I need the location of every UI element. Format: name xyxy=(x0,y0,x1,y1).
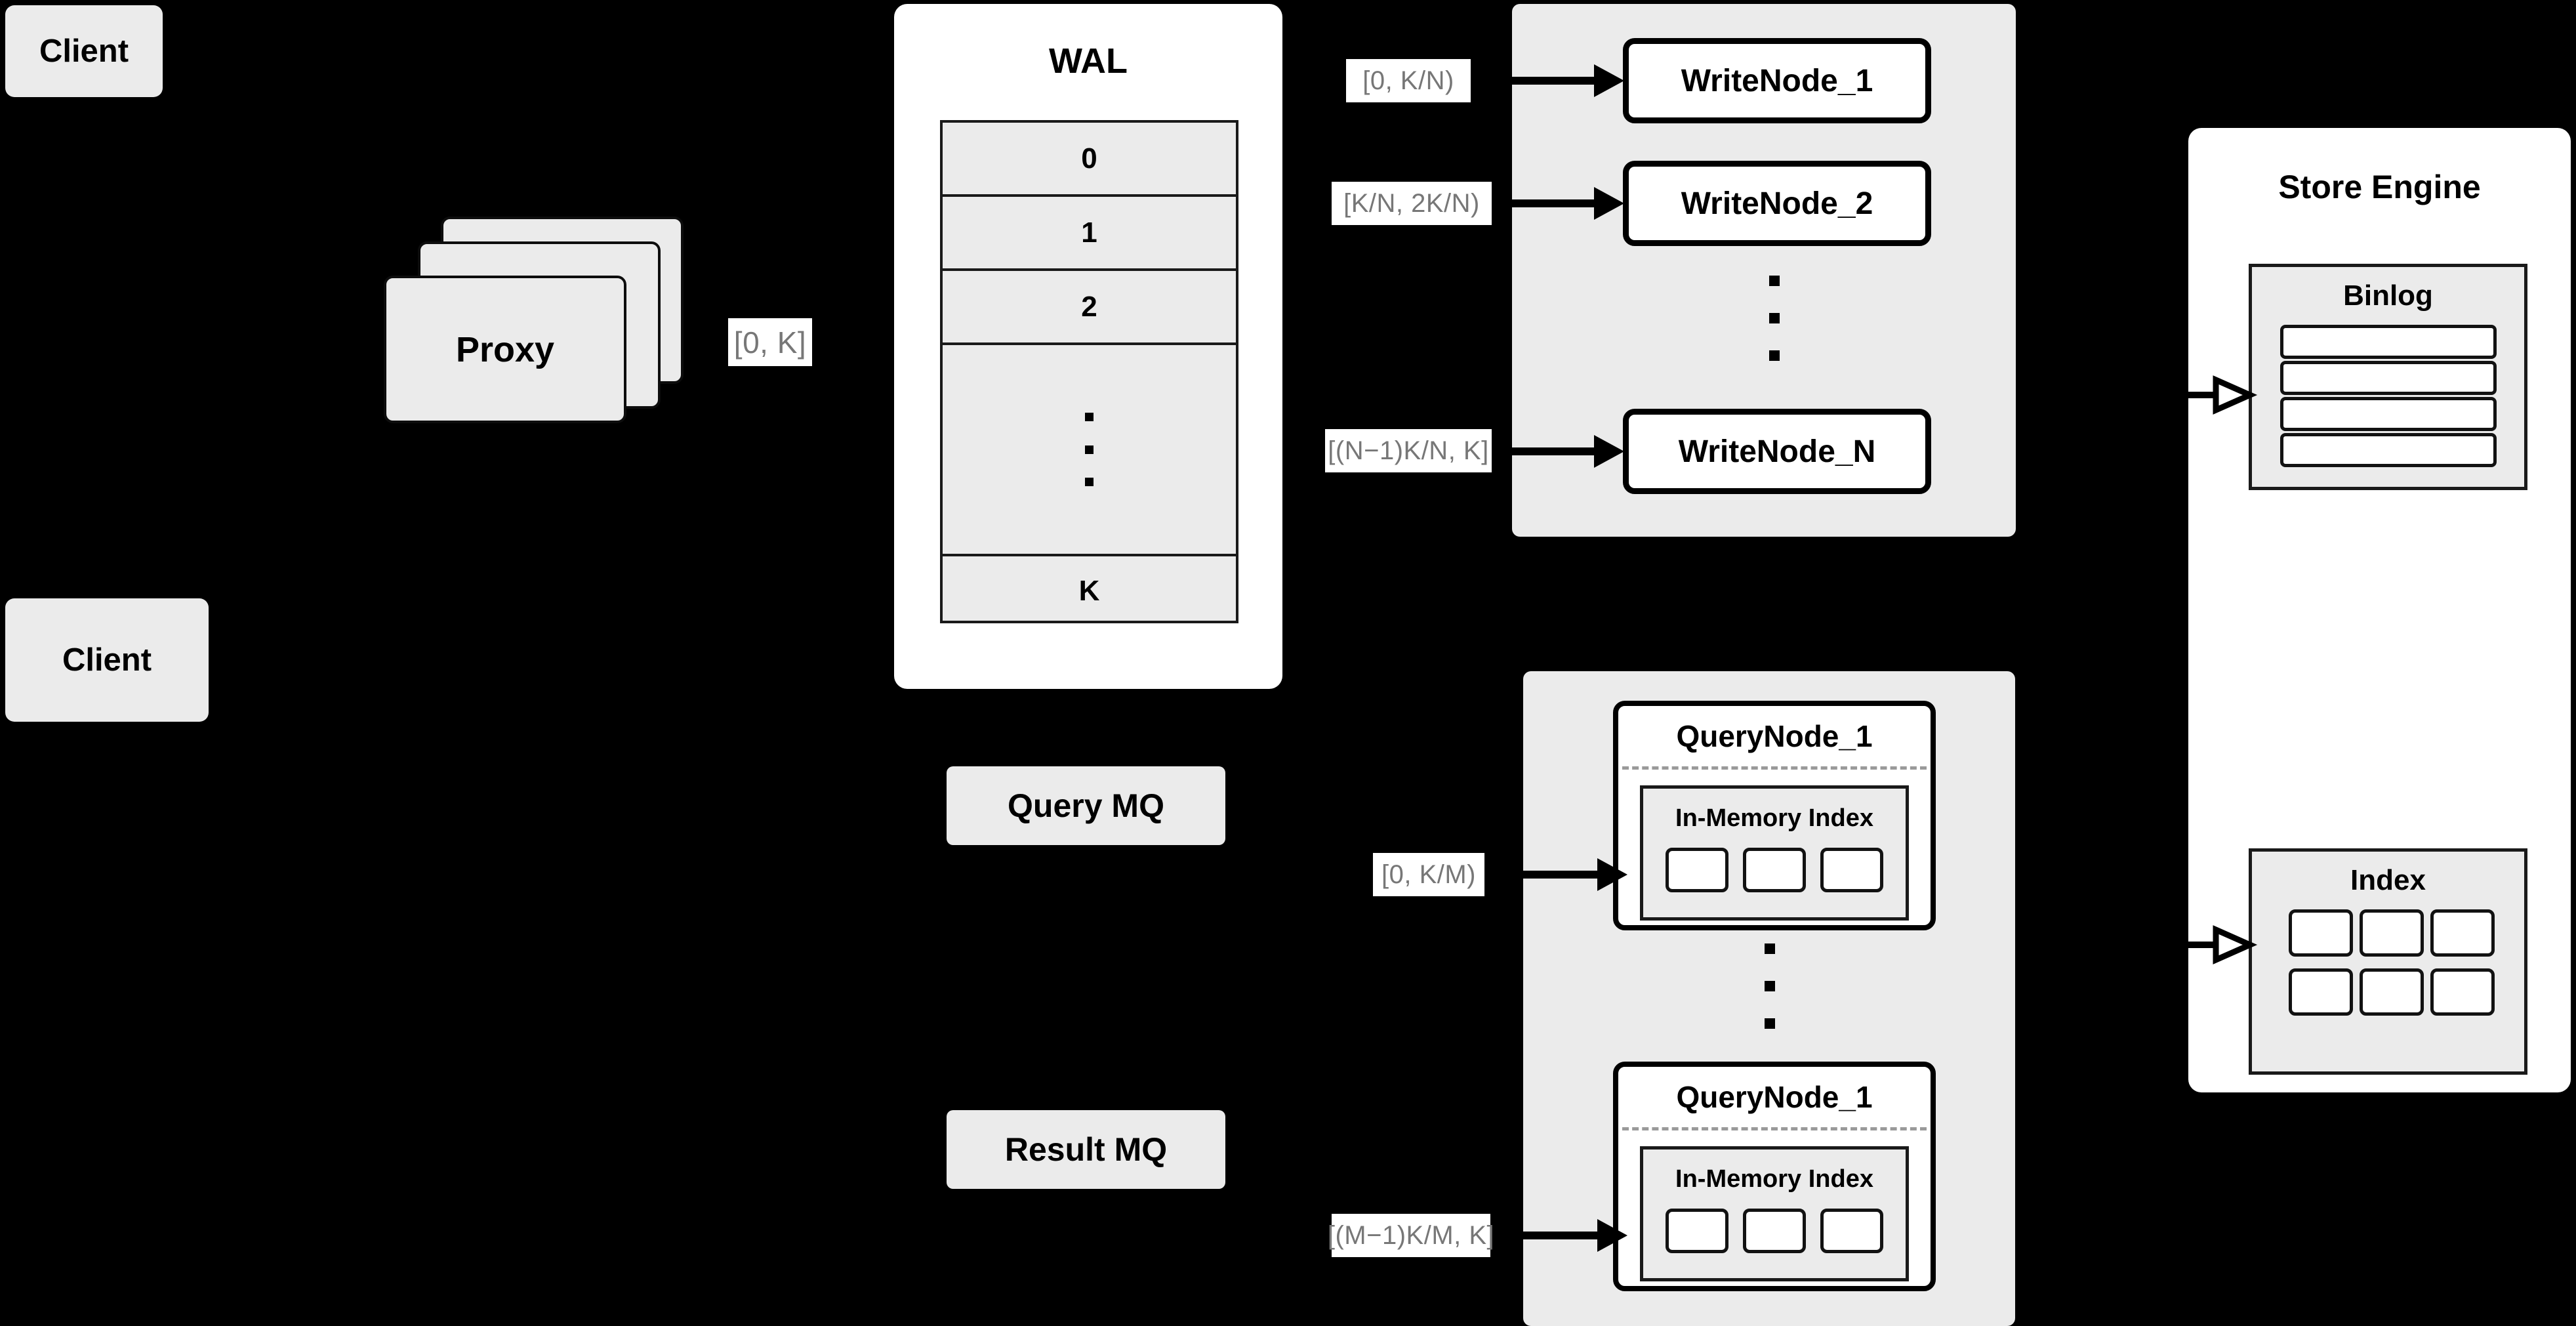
wal-row-label: 2 xyxy=(1081,290,1097,323)
edge-label-writenode-1-text: [0, K/N) xyxy=(1362,66,1454,95)
index-chip[interactable] xyxy=(1743,1209,1806,1253)
binlog-title-text: Binlog xyxy=(2343,280,2433,312)
query-node-1-title-text: QueryNode_1 xyxy=(1676,719,1873,753)
edge-label-writenode-1: [0, K/N) xyxy=(1346,59,1471,102)
query-node-m-in-memory-index: In-Memory Index xyxy=(1640,1146,1909,1281)
wal-row[interactable]: 2 xyxy=(943,271,1236,345)
edge-label-querynode-1-text: [0, K/M) xyxy=(1381,860,1477,889)
write-node-1-label: WriteNode_1 xyxy=(1681,63,1873,98)
query-node-1-in-memory-index: In-Memory Index xyxy=(1640,785,1909,921)
wal-title: WAL xyxy=(894,38,1282,84)
query-node-m-separator xyxy=(1622,1127,1927,1130)
wal-title-text: WAL xyxy=(1049,41,1128,81)
proxy-node[interactable]: Proxy xyxy=(384,276,626,423)
index-chip[interactable] xyxy=(1820,848,1883,892)
result-mq-label: Result MQ xyxy=(1004,1131,1168,1168)
edge-label-querynode-m: [(M−1)K/M, K] xyxy=(1328,1214,1494,1257)
wal-row-label: 0 xyxy=(1081,142,1097,175)
edge-label-writenode-2-text: [K/N, 2K/N) xyxy=(1343,188,1480,218)
query-node-1-index-title-text: In-Memory Index xyxy=(1675,804,1873,832)
wal-row[interactable]: 1 xyxy=(943,197,1236,271)
index-chip[interactable] xyxy=(1666,1209,1728,1253)
binlog-row[interactable] xyxy=(2280,433,2497,467)
arrow-to-index xyxy=(2178,925,2258,964)
wal-row-label: K xyxy=(1078,574,1100,607)
binlog-box: Binlog xyxy=(2249,264,2527,490)
store-engine-title: Store Engine xyxy=(2188,164,2571,210)
write-node-1[interactable]: WriteNode_1 xyxy=(1623,38,1931,123)
query-node-ellipsis-icon xyxy=(1763,943,1776,1029)
wal-row[interactable]: K xyxy=(943,556,1236,625)
binlog-title: Binlog xyxy=(2252,267,2524,325)
edge-label-writenode-n: [(N−1)K/N, K] xyxy=(1325,429,1492,472)
query-node-1-index-title: In-Memory Index xyxy=(1643,789,1906,848)
query-node-1-title: QueryNode_1 xyxy=(1618,706,1931,766)
wal-row[interactable]: 0 xyxy=(943,123,1236,197)
query-mq-label: Query MQ xyxy=(1008,787,1164,824)
edge-label-writenode-n-text: [(N−1)K/N, K] xyxy=(1328,436,1489,465)
write-node-2-label: WriteNode_2 xyxy=(1681,186,1873,221)
write-node-n[interactable]: WriteNode_N xyxy=(1623,409,1931,494)
index-chip[interactable] xyxy=(2430,909,2495,957)
binlog-row[interactable] xyxy=(2280,325,2497,359)
wal-row-label: 1 xyxy=(1081,216,1097,249)
index-chip[interactable] xyxy=(2359,968,2424,1016)
index-chip[interactable] xyxy=(2288,968,2353,1016)
write-node-n-label: WriteNode_N xyxy=(1678,434,1876,469)
index-chip[interactable] xyxy=(2430,968,2495,1016)
query-node-m-index-title-text: In-Memory Index xyxy=(1675,1165,1873,1193)
proxy-node-label: Proxy xyxy=(455,329,555,369)
index-chip[interactable] xyxy=(1743,848,1806,892)
client-node-2-label: Client xyxy=(62,642,152,678)
edge-label-proxy-to-wal-text: [0, K] xyxy=(733,325,807,360)
query-node-m-index-title: In-Memory Index xyxy=(1643,1150,1906,1209)
wal-ellipsis-icon xyxy=(1085,413,1094,486)
query-mq-node[interactable]: Query MQ xyxy=(947,766,1225,845)
index-chip[interactable] xyxy=(1666,848,1728,892)
write-node-ellipsis-icon xyxy=(1768,276,1781,361)
wal-rows: 0 1 2 K xyxy=(940,120,1238,623)
arrow-wal-to-write-node-2 xyxy=(1496,187,1624,220)
arrow-wal-to-write-node-n xyxy=(1496,435,1624,468)
edge-label-querynode-1: [0, K/M) xyxy=(1373,853,1484,896)
client-node-1-label: Client xyxy=(39,33,129,69)
binlog-row[interactable] xyxy=(2280,397,2497,431)
arrow-to-binlog xyxy=(2178,375,2258,415)
index-box: Index xyxy=(2249,848,2527,1075)
store-engine-title-text: Store Engine xyxy=(2278,169,2481,205)
query-node-1-separator xyxy=(1622,766,1927,770)
edge-label-writenode-2: [K/N, 2K/N) xyxy=(1332,182,1492,225)
index-chip[interactable] xyxy=(2359,909,2424,957)
wal-row-ellipsis xyxy=(943,345,1236,556)
client-node-1[interactable]: Client xyxy=(5,5,163,97)
binlog-row[interactable] xyxy=(2280,361,2497,395)
arrow-to-query-node-m xyxy=(1509,1219,1627,1252)
query-node-m[interactable]: QueryNode_1 In-Memory Index xyxy=(1613,1062,1936,1291)
result-mq-node[interactable]: Result MQ xyxy=(947,1110,1225,1189)
query-node-m-title-text: QueryNode_1 xyxy=(1676,1080,1873,1114)
index-title: Index xyxy=(2252,852,2524,909)
edge-label-querynode-m-text: [(M−1)K/M, K] xyxy=(1327,1220,1495,1250)
arrow-to-query-node-1 xyxy=(1509,858,1627,891)
client-node-2[interactable]: Client xyxy=(5,598,209,722)
index-chip[interactable] xyxy=(2288,909,2353,957)
arrow-wal-to-write-node-1 xyxy=(1496,64,1624,97)
index-title-text: Index xyxy=(2350,864,2426,896)
edge-label-proxy-to-wal: [0, K] xyxy=(728,318,812,366)
index-chip[interactable] xyxy=(1820,1209,1883,1253)
query-node-1[interactable]: QueryNode_1 In-Memory Index xyxy=(1613,701,1936,930)
query-node-m-title: QueryNode_1 xyxy=(1618,1067,1931,1127)
write-node-2[interactable]: WriteNode_2 xyxy=(1623,161,1931,246)
